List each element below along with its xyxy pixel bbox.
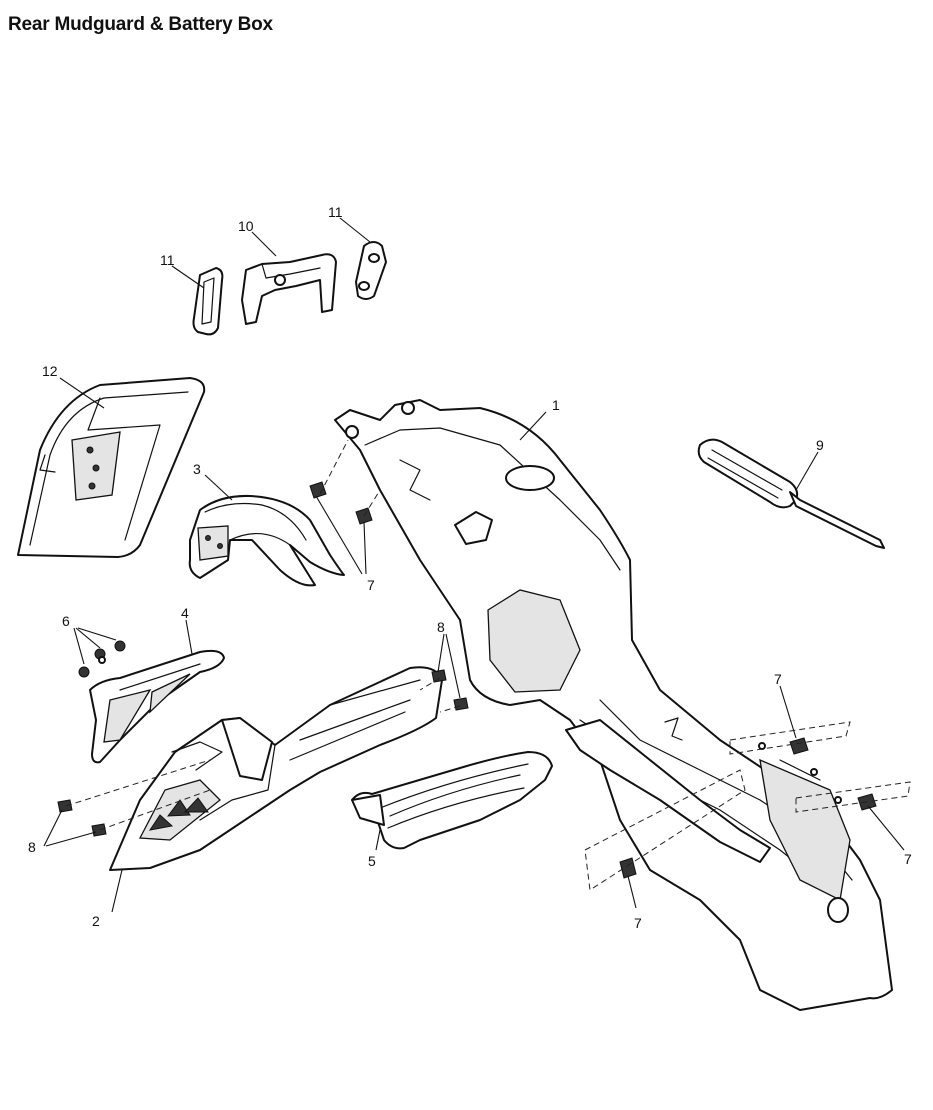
callout-7d: 7	[634, 915, 642, 931]
callout-12: 12	[42, 363, 58, 379]
leader-lines	[43, 217, 905, 913]
part-11-spacer-right	[355, 241, 387, 300]
callout-10: 10	[238, 218, 254, 234]
callout-7b: 7	[774, 671, 782, 687]
alignment-lines	[65, 439, 911, 891]
callout-1: 1	[552, 397, 560, 413]
callout-labels: 1 2 3 4 5 6 7 7 7 7 8 8 9 10 11 11 12	[28, 204, 912, 931]
part-5-lower-guard	[351, 751, 553, 850]
page-title: Rear Mudguard & Battery Box	[8, 14, 273, 35]
callout-11b: 11	[328, 204, 343, 220]
part-3-mudguard-piece	[188, 494, 345, 587]
callout-11a: 11	[160, 252, 175, 268]
part-7-fasteners-top	[309, 481, 373, 525]
part-6-bolts	[78, 640, 126, 678]
part-11-spacer-left	[192, 267, 224, 336]
callout-8b: 8	[28, 839, 36, 855]
part-4-bracket	[89, 649, 225, 764]
callout-5: 5	[368, 853, 376, 869]
part-8-fasteners	[57, 669, 469, 837]
callout-6: 6	[62, 613, 70, 629]
part-7-fasteners-right	[619, 737, 877, 879]
callout-9: 9	[816, 437, 824, 453]
callout-3: 3	[193, 461, 201, 477]
part-12-rear-hugger	[17, 377, 206, 558]
part-10-bracket	[241, 253, 337, 325]
callout-2: 2	[92, 913, 100, 929]
callout-7a: 7	[367, 577, 375, 593]
part-1-battery-box	[334, 399, 893, 1011]
callout-8a: 8	[437, 619, 445, 635]
part-2-lower-frame	[109, 666, 443, 871]
callout-7c: 7	[904, 851, 912, 867]
part-9-screwdriver	[697, 438, 885, 549]
callout-4: 4	[181, 605, 189, 621]
